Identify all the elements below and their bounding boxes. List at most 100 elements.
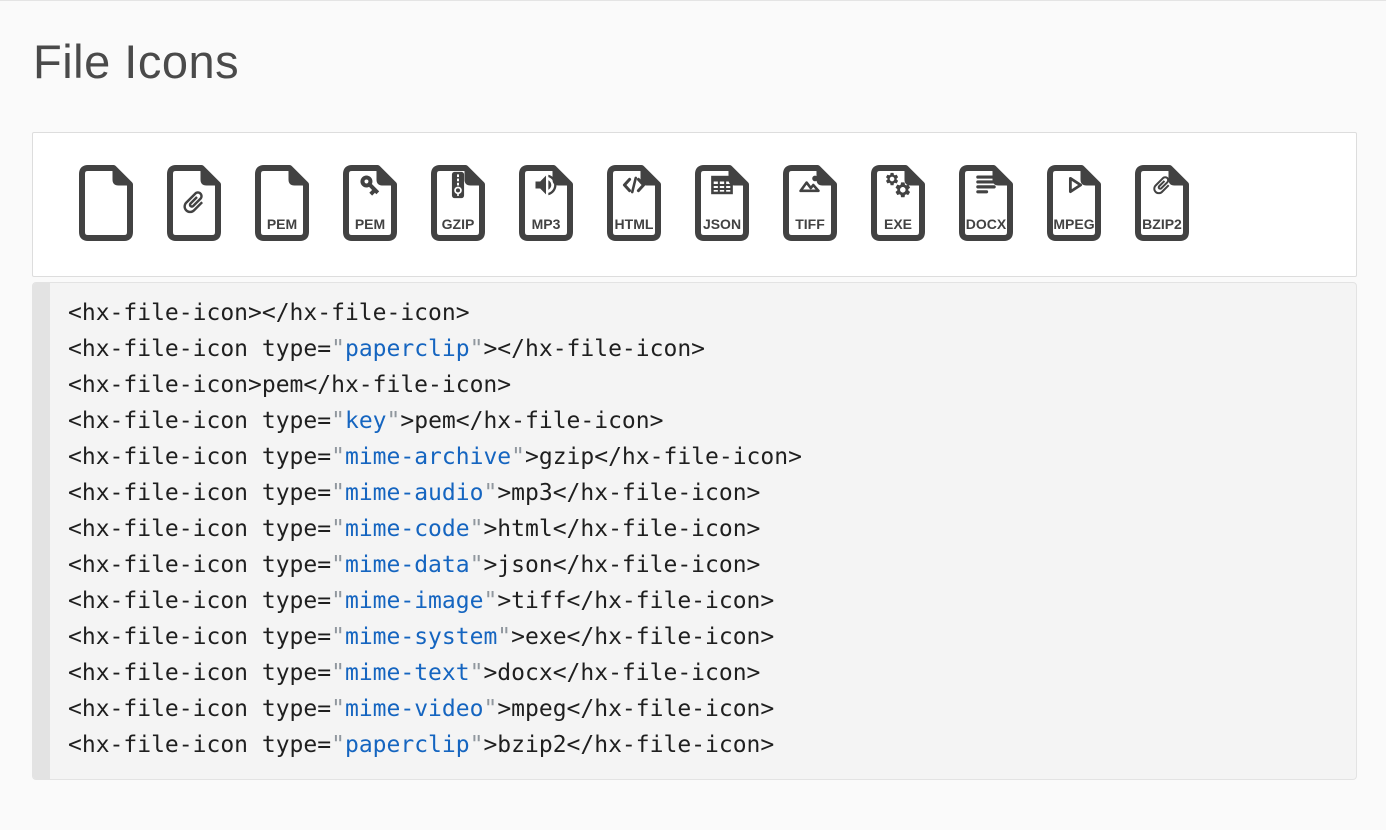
- code-line: <hx-file-icon type="paperclip">bzip2</hx…: [68, 727, 802, 763]
- code-line: <hx-file-icon type="mime-code">html</hx-…: [68, 511, 802, 547]
- code-quote: ": [469, 516, 484, 542]
- code-quote: ": [331, 516, 345, 542]
- code-quote: ": [331, 588, 345, 614]
- code-text: >pem</hx-file-icon>: [400, 408, 664, 434]
- code-attr-value: mime-data: [344, 552, 470, 578]
- file-icon-mpeg: MPEG: [1047, 165, 1101, 241]
- code-attr-value: mime-code: [344, 516, 470, 542]
- code-quote: ": [331, 552, 345, 578]
- code-text: <hx-file-icon type=: [68, 624, 332, 650]
- code-line: <hx-file-icon type="mime-image">tiff</hx…: [68, 583, 802, 619]
- code-text: <hx-file-icon type=: [68, 336, 332, 362]
- code-quote: ": [469, 552, 484, 578]
- demo-panel: PEM PEM GZIP MP3 HTML JSON TIFF EXE: [32, 132, 1357, 277]
- code-text: >bzip2</hx-file-icon>: [483, 732, 775, 758]
- code-text: <hx-file-icon type=: [68, 588, 332, 614]
- file-icon-json: JSON: [695, 165, 749, 241]
- code-text: <hx-file-icon type=: [68, 732, 332, 758]
- file-icon-pem-key: PEM: [343, 165, 397, 241]
- code-line: <hx-file-icon type="mime-video">mpeg</hx…: [68, 691, 802, 727]
- file-icon-label: HTML: [615, 216, 654, 232]
- code-text: <hx-file-icon type=: [68, 480, 332, 506]
- code-quote: ": [386, 408, 401, 434]
- code-text: >json</hx-file-icon>: [483, 552, 761, 578]
- file-icon-pem: PEM: [255, 165, 309, 241]
- file-icon-label: JSON: [703, 216, 741, 232]
- code-quote: ": [331, 732, 345, 758]
- code-text: <hx-file-icon type=: [68, 408, 332, 434]
- code-attr-value: mime-system: [344, 624, 498, 650]
- code-text: <hx-file-icon>pem</hx-file-icon>: [68, 372, 512, 398]
- code-gutter: [33, 283, 50, 779]
- code-quote: ": [331, 408, 345, 434]
- code-line: <hx-file-icon type="mime-text">docx</hx-…: [68, 655, 802, 691]
- file-icon-label: MPEG: [1053, 216, 1094, 232]
- file-icon-exe: EXE: [871, 165, 925, 241]
- code-line: <hx-file-icon type="mime-archive">gzip</…: [68, 439, 802, 475]
- code-panel: <hx-file-icon></hx-file-icon><hx-file-ic…: [32, 282, 1357, 780]
- code-attr-value: paperclip: [344, 336, 470, 362]
- code-quote: ": [511, 444, 525, 470]
- code-line: <hx-file-icon type="mime-audio">mp3</hx-…: [68, 475, 802, 511]
- file-icon-label: PEM: [267, 216, 297, 232]
- code-attr-value: mime-video: [344, 696, 484, 722]
- code-quote: ": [469, 732, 484, 758]
- code-quote: ": [483, 588, 498, 614]
- code-text: <hx-file-icon type=: [68, 552, 332, 578]
- code-text: ></hx-file-icon>: [483, 336, 706, 362]
- code-quote: ": [331, 660, 345, 686]
- code-block: <hx-file-icon></hx-file-icon><hx-file-ic…: [50, 283, 820, 779]
- code-line: <hx-file-icon type="mime-data">json</hx-…: [68, 547, 802, 583]
- code-line: <hx-file-icon type="paperclip"></hx-file…: [68, 331, 802, 367]
- file-icon-label: GZIP: [442, 216, 475, 232]
- page: File Icons PEM PEM GZIP MP3 HTML: [32, 1, 1357, 780]
- code-attr-value: mime-audio: [344, 480, 484, 506]
- file-icon-mp3: MP3: [519, 165, 573, 241]
- file-icon-label: EXE: [884, 216, 912, 232]
- code-quote: ": [331, 480, 345, 506]
- code-quote: ": [469, 336, 484, 362]
- file-icon-label: TIFF: [795, 216, 825, 232]
- code-attr-value: mime-text: [344, 660, 470, 686]
- code-text: >mp3</hx-file-icon>: [497, 480, 761, 506]
- code-quote: ": [331, 444, 345, 470]
- code-line: <hx-file-icon type="mime-system">exe</hx…: [68, 619, 802, 655]
- file-icon-paperclip: [167, 165, 221, 241]
- code-line: <hx-file-icon type="key">pem</hx-file-ic…: [68, 403, 802, 439]
- code-line: <hx-file-icon></hx-file-icon>: [68, 295, 802, 331]
- code-quote: ": [469, 660, 484, 686]
- file-icon-gzip: GZIP: [431, 165, 485, 241]
- file-icon-label: MP3: [532, 216, 561, 232]
- file-icon-label: BZIP2: [1142, 216, 1182, 232]
- code-text: >html</hx-file-icon>: [483, 516, 761, 542]
- file-icon-tiff: TIFF: [783, 165, 837, 241]
- code-text: >exe</hx-file-icon>: [511, 624, 775, 650]
- code-text: >mpeg</hx-file-icon>: [497, 696, 775, 722]
- code-attr-value: mime-image: [344, 588, 484, 614]
- code-quote: ": [497, 624, 512, 650]
- file-icon-label: PEM: [355, 216, 385, 232]
- code-text: >docx</hx-file-icon>: [483, 660, 761, 686]
- file-icon-bzip2: BZIP2: [1135, 165, 1189, 241]
- code-quote: ": [331, 624, 345, 650]
- file-icon-docx: DOCX: [959, 165, 1013, 241]
- code-text: <hx-file-icon type=: [68, 516, 332, 542]
- code-line: <hx-file-icon>pem</hx-file-icon>: [68, 367, 802, 403]
- file-icon-label: DOCX: [966, 216, 1007, 232]
- file-icon-blank: [79, 165, 133, 241]
- file-icon-html: HTML: [607, 165, 661, 241]
- code-text: <hx-file-icon type=: [68, 696, 332, 722]
- code-text: >gzip</hx-file-icon>: [525, 444, 802, 470]
- code-attr-value: mime-archive: [344, 444, 512, 470]
- zipper-icon: [451, 171, 465, 199]
- code-text: <hx-file-icon type=: [68, 660, 332, 686]
- page-title: File Icons: [33, 35, 240, 88]
- code-attr-value: key: [344, 408, 387, 434]
- code-quote: ": [483, 696, 498, 722]
- code-text: >tiff</hx-file-icon>: [497, 588, 775, 614]
- code-quote: ": [483, 480, 498, 506]
- code-text: <hx-file-icon type=: [68, 444, 332, 470]
- code-attr-value: paperclip: [344, 732, 470, 758]
- code-quote: ": [331, 696, 345, 722]
- code-quote: ": [331, 336, 345, 362]
